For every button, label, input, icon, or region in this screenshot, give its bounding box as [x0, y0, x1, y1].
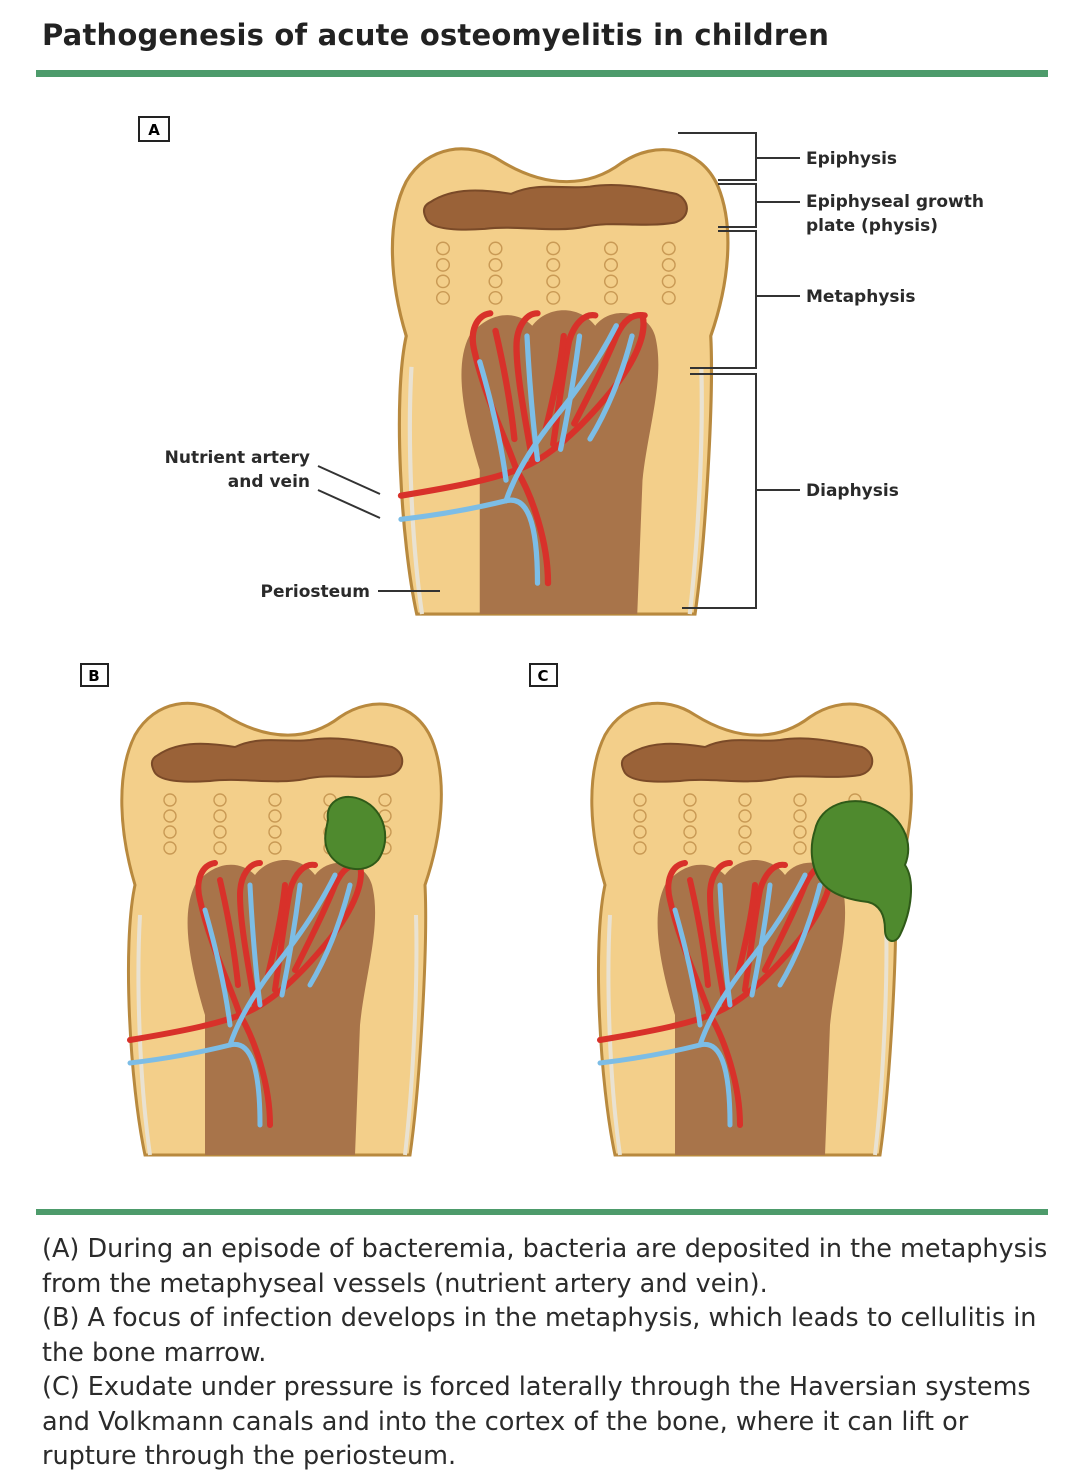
label-periosteum: Periosteum: [261, 582, 370, 602]
bottom-divider: [36, 1209, 1048, 1215]
top-divider: [36, 70, 1048, 77]
infection-focus-b: [324, 795, 387, 870]
panel-c-letter: C: [537, 667, 548, 685]
bone-b: [122, 703, 442, 1155]
bone-diagram: A Epiphysis Epiphyseal growth plate (phy…: [80, 116, 984, 1210]
label-diaphysis: Diaphysis: [806, 481, 899, 501]
panel-c: C: [529, 663, 912, 1155]
label-metaphysis: Metaphysis: [806, 287, 915, 307]
caption-b: (B) A focus of infection develops in the…: [42, 1303, 1037, 1368]
label-nutrient-1: Nutrient artery: [165, 448, 310, 468]
caption-c: (C) Exudate under pressure is forced lat…: [42, 1372, 1031, 1471]
bone-a: [392, 149, 728, 614]
region-brackets: [317, 132, 800, 609]
panel-b-letter: B: [88, 667, 99, 685]
panel-a: A Epiphysis Epiphyseal growth plate (phy…: [138, 116, 984, 614]
caption: (A) During an episode of bacteremia, bac…: [42, 1232, 1052, 1474]
panel-a-letter: A: [148, 121, 160, 139]
label-growth-plate-2: plate (physis): [806, 216, 938, 236]
label-epiphysis: Epiphysis: [806, 149, 897, 169]
figure-title: Pathogenesis of acute osteomyelitis in c…: [42, 18, 830, 52]
bone-c: [592, 703, 912, 1155]
caption-a: (A) During an episode of bacteremia, bac…: [42, 1234, 1048, 1299]
exudate-c: [810, 800, 912, 942]
label-growth-plate-1: Epiphyseal growth: [806, 192, 984, 212]
label-nutrient-2: and vein: [228, 472, 310, 492]
panel-b: B: [80, 663, 442, 1155]
